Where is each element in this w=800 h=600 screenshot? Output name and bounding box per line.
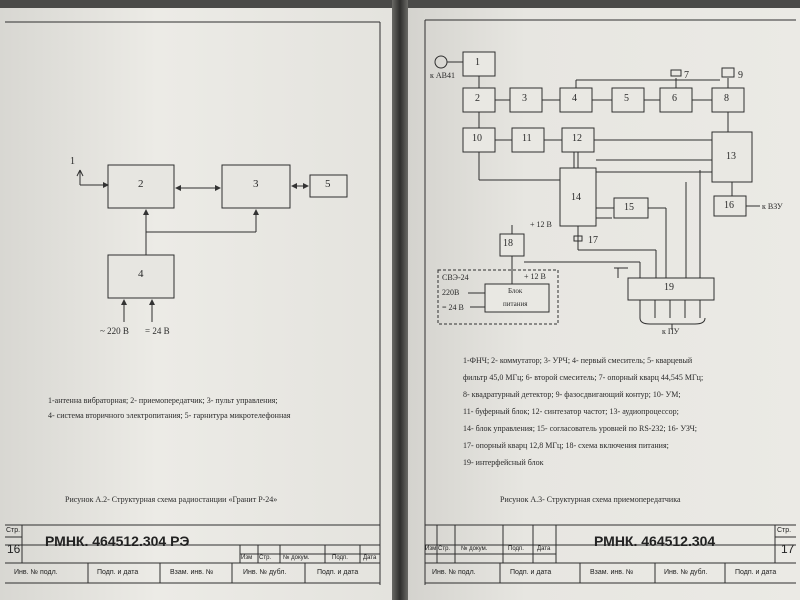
right-label-psu-1: Блок xyxy=(508,287,523,295)
right-label-17: 17 xyxy=(588,235,598,246)
left-block-3 xyxy=(221,164,291,209)
left-stamp-str: Стр. xyxy=(259,555,272,561)
left-bottom-inv: Инв. № подл. xyxy=(14,569,58,576)
right-label-18: 18 xyxy=(503,238,513,249)
right-label-5: 5 xyxy=(624,93,629,104)
right-block-psu xyxy=(484,283,550,313)
right-legend-line-2: фильтр 45,0 МГц; 6- второй смеситель; 7-… xyxy=(463,373,704,382)
right-stamp-date: Дата xyxy=(537,546,551,552)
left-caption: Рисунок А.2- Структурная схема радиостан… xyxy=(65,495,278,504)
right-sve-dashed xyxy=(437,269,559,325)
right-legend-line-6: 17- опорный кварц 12,8 МГц; 18- схема вк… xyxy=(463,441,669,450)
right-page-number: 17 xyxy=(781,542,795,556)
right-stamp-str: Стр. xyxy=(438,546,451,552)
right-label-7: 7 xyxy=(684,70,689,81)
left-stamp-sign: Подп. xyxy=(332,555,348,561)
right-block-14 xyxy=(559,167,597,227)
right-page-label: Стр. xyxy=(777,527,792,534)
right-block-11 xyxy=(511,127,545,153)
right-label-10: 10 xyxy=(472,133,482,144)
right-label-sve: СВЭ-24 xyxy=(442,273,469,282)
left-supply-dc: = 24 В xyxy=(145,326,170,336)
right-block-13 xyxy=(711,131,753,183)
right-bottom-inv: Инв. № подл. xyxy=(432,569,476,576)
right-block-19 xyxy=(627,277,715,301)
right-bottom-dubl: Инв. № дубл. xyxy=(664,569,708,576)
right-label-kav41: к АВ41 xyxy=(430,71,455,80)
book-spine xyxy=(392,0,408,600)
left-stamp-date: Дата xyxy=(363,555,377,561)
left-bottom-sign2: Подп. и дата xyxy=(317,569,359,576)
left-label-3: 3 xyxy=(253,178,259,190)
right-label-6: 6 xyxy=(672,93,677,104)
left-block-2 xyxy=(107,164,175,209)
left-stamp-doc: № докум. xyxy=(283,555,310,561)
left-legend-line-1: 1-антенна вибраторная; 2- приемопередатч… xyxy=(48,396,278,405)
right-label-16: 16 xyxy=(724,200,734,211)
right-label-11: 11 xyxy=(522,133,532,144)
left-label-2: 2 xyxy=(138,178,144,190)
right-antenna xyxy=(434,55,448,69)
right-label-19: 19 xyxy=(664,282,674,293)
right-legend-line-3: 8- квадратурный детектор; 9- фазосдвигаю… xyxy=(463,390,681,399)
right-label-220v: 220В xyxy=(442,288,460,297)
left-label-1: 1 xyxy=(70,156,75,167)
right-label-9: 9 xyxy=(738,70,743,81)
right-label-3: 3 xyxy=(522,93,527,104)
left-label-5: 5 xyxy=(325,178,331,190)
right-label-plus12-a: + 12 В xyxy=(530,220,552,229)
right-block-5 xyxy=(611,87,645,113)
left-block-4 xyxy=(107,254,175,299)
left-bottom-vzam: Взам. инв. № xyxy=(170,569,214,576)
right-stamp-sign: Подп. xyxy=(508,546,524,552)
left-bottom-dubl: Инв. № дубл. xyxy=(243,569,287,576)
left-page-number: 16 xyxy=(7,542,21,556)
right-label-15: 15 xyxy=(624,202,634,213)
right-block-4 xyxy=(559,87,593,113)
right-bottom-sign1: Подп. и дата xyxy=(510,569,552,576)
right-label-4: 4 xyxy=(572,93,577,104)
right-bottom-vzam: Взам. инв. № xyxy=(590,569,634,576)
left-label-4: 4 xyxy=(138,268,144,280)
left-page-label: Стр. xyxy=(6,527,21,534)
right-doc-number: РМНК. 464512.304 xyxy=(594,533,716,549)
right-label-24v: = 24 В xyxy=(442,303,464,312)
left-supply-ac: ~ 220 В xyxy=(100,326,129,336)
right-caption: Рисунок А.3- Структурная схема приемопер… xyxy=(500,495,681,504)
left-stamp-izm: Изм xyxy=(241,555,253,561)
right-label-kvzu: к ВЗУ xyxy=(762,202,783,211)
left-page xyxy=(0,8,392,600)
left-bottom-sign1: Подп. и дата xyxy=(97,569,139,576)
left-doc-number: РМНК. 464512.304 РЭ xyxy=(45,533,190,549)
right-label-13: 13 xyxy=(726,151,736,162)
right-legend-line-1: 1-ФНЧ; 2- коммутатор; 3- УРЧ; 4- первый … xyxy=(463,356,693,365)
right-label-kpu: к ПУ xyxy=(662,327,680,336)
right-block-6 xyxy=(659,87,693,113)
right-stamp-doc: № докум. xyxy=(461,546,488,552)
right-label-plus12-b: + 12 В xyxy=(524,272,546,281)
right-legend-line-7: 19- интерфейсный блок xyxy=(463,458,544,467)
right-bottom-sign2: Подп. и дата xyxy=(735,569,777,576)
left-block-5 xyxy=(309,174,348,198)
right-label-1: 1 xyxy=(475,57,480,68)
right-label-12: 12 xyxy=(572,133,582,144)
right-label-2: 2 xyxy=(475,93,480,104)
right-label-psu-2: питания xyxy=(503,300,528,308)
left-legend-line-2: 4- система вторичного электропитания; 5-… xyxy=(48,411,291,420)
right-legend-line-4: 11- буферный блок; 12- синтезатор частот… xyxy=(463,407,679,416)
right-legend-line-5: 14- блок управления; 15- согласователь у… xyxy=(463,424,698,433)
right-label-14: 14 xyxy=(571,192,581,203)
right-label-8: 8 xyxy=(724,93,729,104)
right-stamp-izm: Изм xyxy=(425,546,437,552)
